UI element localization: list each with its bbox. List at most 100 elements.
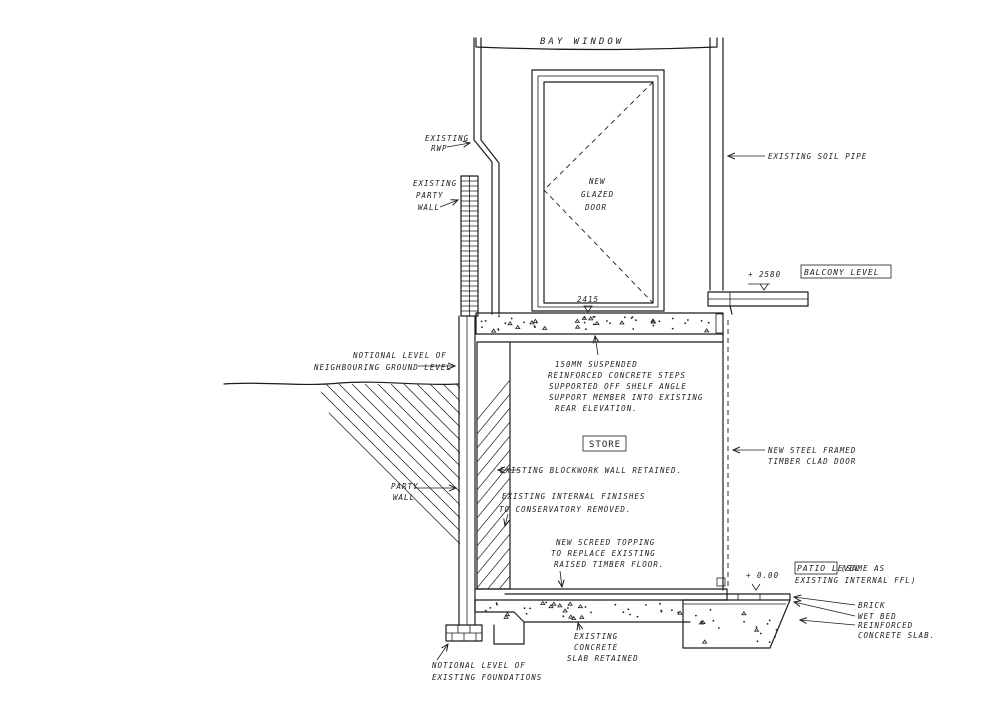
patio-aggregate <box>753 627 760 632</box>
ground-hatch-line <box>573 384 813 624</box>
slab-aggregate <box>687 319 689 321</box>
party-wall-brick <box>460 175 479 317</box>
wall-hatch-line <box>477 407 510 449</box>
party-wall-label-2: WALL <box>393 493 415 502</box>
slab-note-5: REAR ELEVATION. <box>555 404 638 413</box>
wall-hatch-line <box>477 449 510 491</box>
ground-hatch-line <box>521 384 761 624</box>
wall-hatch-line <box>477 477 510 519</box>
slab-aggregate <box>515 324 521 329</box>
slab-aggregate <box>619 320 625 325</box>
floor-aggregate <box>614 603 617 606</box>
foundation-footing <box>445 624 483 642</box>
ground-hatch-line <box>364 384 460 625</box>
patio-aggregate <box>718 627 720 629</box>
floor-aggregate <box>590 611 592 614</box>
glazed-door: NEW GLAZED DOOR <box>531 69 665 312</box>
foundations-label-1: NOTIONAL LEVEL OF <box>431 661 526 670</box>
door-label-2: GLAZED <box>581 190 614 199</box>
ground-hatch-line <box>482 384 722 624</box>
slab-aggregate <box>541 325 548 330</box>
patio-aggregate <box>700 619 706 624</box>
slab-aggregate <box>523 321 525 324</box>
ground-level-1: NOTIONAL LEVEL OF <box>352 351 447 360</box>
patio-note-2: EXISTING INTERNAL FFL) <box>795 576 916 585</box>
wall-hatch-line <box>477 505 510 547</box>
patio-aggregate <box>774 636 776 638</box>
slab-aggregate <box>609 322 611 325</box>
floor-aggregate <box>629 613 631 616</box>
slab-aggregate <box>490 328 497 333</box>
ground-hatch-line <box>508 384 748 624</box>
party-wall <box>458 315 476 626</box>
wall-hatch-line <box>487 561 510 589</box>
slab-aggregate <box>504 322 507 325</box>
slab-aggregate <box>507 320 513 326</box>
slab-note-2: REINFORCED CONCRETE STEPS <box>548 371 686 380</box>
bay-window-label: BAY WINDOW <box>540 37 624 47</box>
patio-aggregate <box>701 639 708 644</box>
balcony-dimension: + 2580 <box>748 270 781 279</box>
floor-aggregate <box>622 611 625 614</box>
party-wall-top-3: WALL <box>418 203 440 212</box>
patio-note-1: (SAME AS <box>841 564 885 573</box>
slab-aggregate <box>700 320 703 322</box>
floor-dimension: 2415 <box>577 295 599 304</box>
floor-aggregate <box>562 608 568 613</box>
slab-aggregate <box>583 321 586 324</box>
party-wall-label-1: PARTY <box>391 482 419 491</box>
slab-aggregate <box>497 329 500 331</box>
patio-aggregate <box>743 620 745 623</box>
store-label: STORE <box>589 440 621 450</box>
patio-level-label: PATIO LEVEL <box>797 564 861 573</box>
floor-aggregate <box>503 614 509 619</box>
wall-hatch-line <box>498 575 510 589</box>
slab-note-1: 150MM SUSPENDED <box>555 360 638 369</box>
level-markers: + 2580 BALCONY LEVEL 2415 + 0.00 PATIO L… <box>577 264 916 591</box>
door-label-1: NEW <box>588 177 606 186</box>
slab-aggregate <box>574 324 581 329</box>
floor-aggregate <box>484 609 487 612</box>
slab-aggregate <box>585 328 587 330</box>
wall-hatch-line <box>477 393 510 435</box>
slab-aggregate <box>635 319 637 322</box>
slab-aggregate <box>594 320 600 325</box>
foundations-label-2: EXISTING FOUNDATIONS <box>432 673 542 682</box>
ground-hatch-line <box>390 384 460 625</box>
slab-aggregate <box>481 326 483 329</box>
patio-aggregate <box>712 619 715 622</box>
ground-hatch-line <box>338 384 460 625</box>
door-label-3: DOOR <box>584 203 607 212</box>
slab-aggregate <box>707 321 710 324</box>
patio-aggregate <box>768 641 771 643</box>
slab-aggregate <box>510 317 513 320</box>
patio-aggregate <box>759 632 762 635</box>
wall-hatch-line <box>477 379 510 421</box>
slab-aggregate <box>658 320 661 323</box>
slab-aggregate <box>498 315 500 318</box>
floor-aggregate <box>636 615 639 618</box>
slab-aggregate <box>632 328 635 330</box>
patio-aggregate <box>766 623 769 625</box>
patio-aggregate <box>756 640 759 643</box>
slab-aggregate <box>592 323 595 326</box>
slab-aggregate <box>484 320 487 322</box>
floor-slabs <box>474 588 791 649</box>
patio-aggregate <box>768 619 771 622</box>
floor-aggregate <box>584 606 587 608</box>
floor-aggregate <box>659 602 661 605</box>
patio-aggregate <box>775 629 778 631</box>
slab-aggregate <box>652 324 655 327</box>
floor-aggregate <box>579 614 585 619</box>
patio-aggregate <box>709 608 712 611</box>
balcony-level-label: BALCONY LEVEL <box>804 268 880 277</box>
floor-aggregate <box>567 607 569 609</box>
floor-aggregate <box>495 602 498 604</box>
slab-aggregate <box>574 318 581 323</box>
balcony-edge <box>707 291 809 315</box>
floor-aggregate <box>548 603 554 609</box>
floor-aggregate <box>677 610 683 615</box>
existing-slab-3: SLAB RETAINED <box>567 654 639 663</box>
floor-aggregate <box>577 603 584 609</box>
